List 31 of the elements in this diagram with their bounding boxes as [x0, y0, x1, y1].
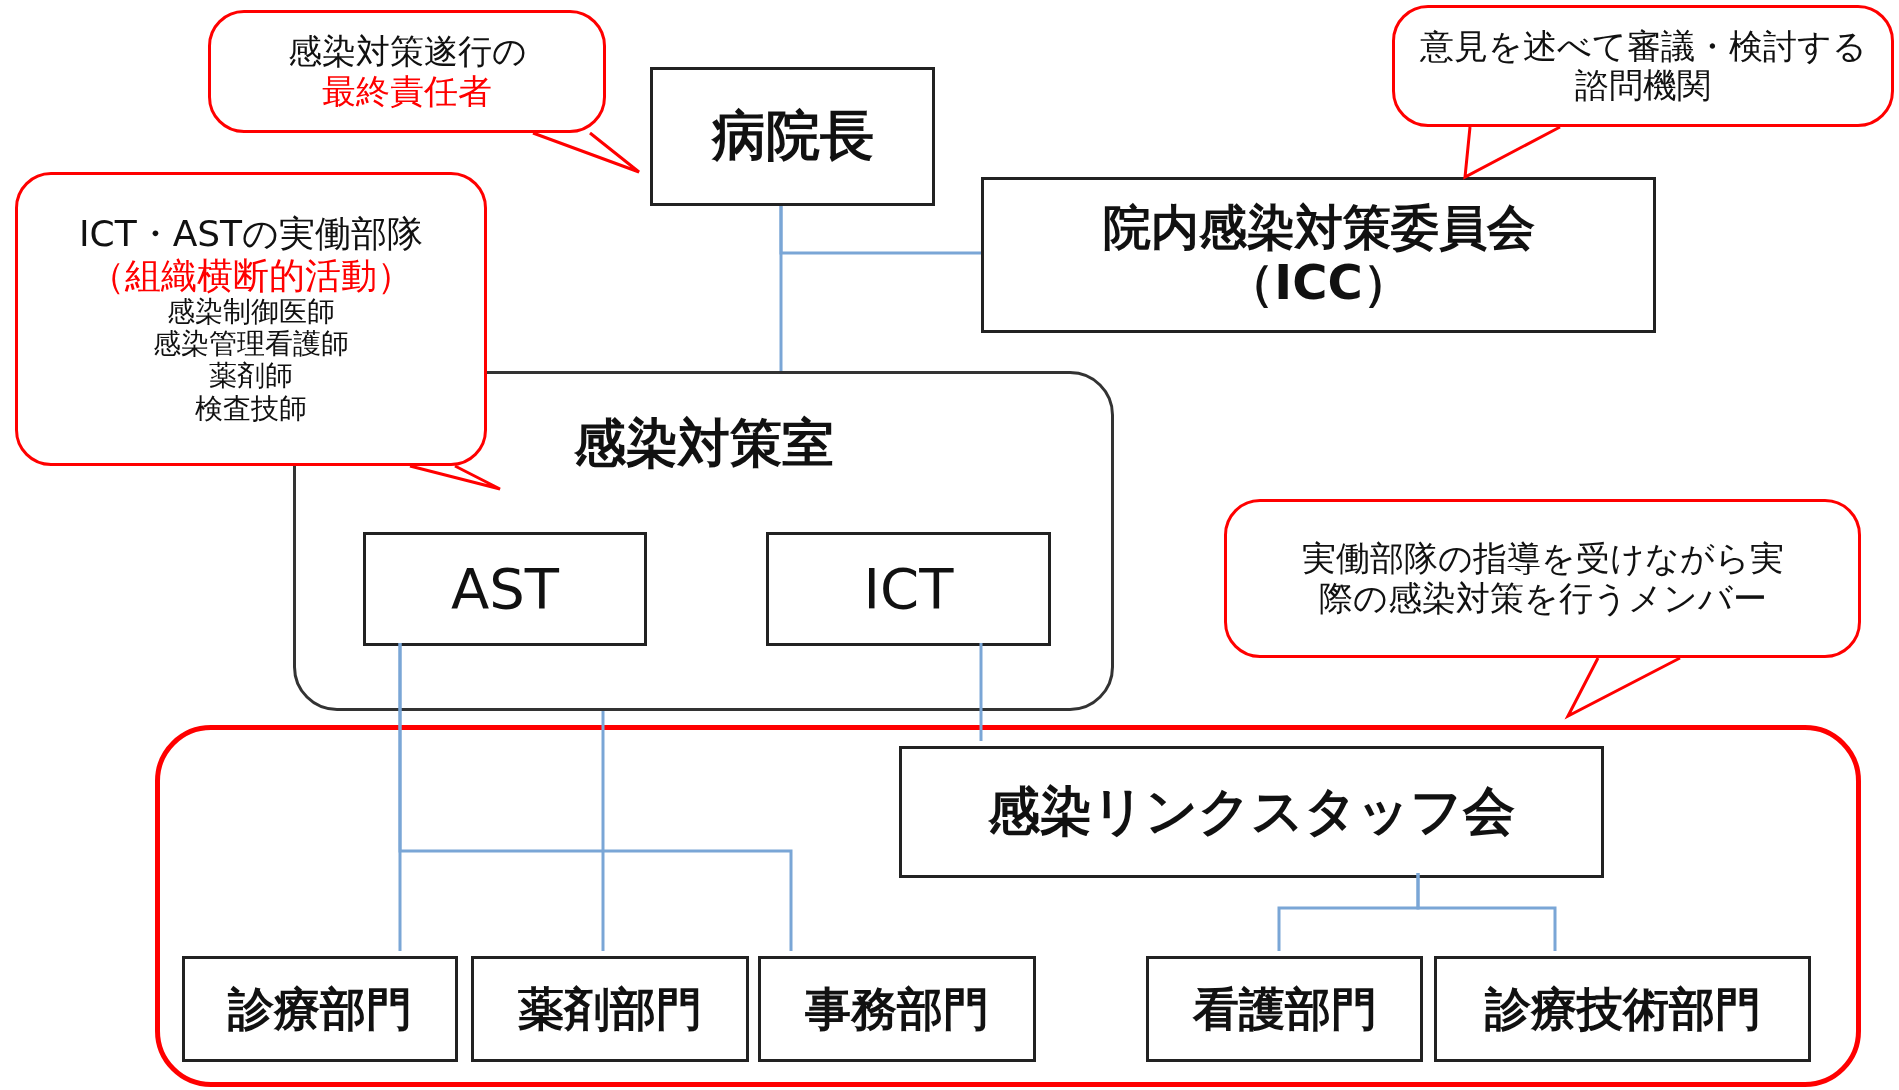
- callout-text: 感染対策遂行の: [287, 32, 527, 72]
- org-box: 感染リンクスタッフ会: [899, 746, 1604, 878]
- department-box: 診療部門: [182, 956, 458, 1062]
- callout-text: （組織横断的活動）: [89, 254, 413, 296]
- callout-text: 最終責任者: [322, 71, 492, 111]
- department-box: 薬剤部門: [471, 956, 749, 1062]
- callout-text: 検査技師: [195, 392, 307, 425]
- group-heading: 感染対策室: [573, 414, 834, 474]
- callout-text: 薬剤師: [209, 360, 293, 393]
- team-box: AST: [363, 532, 647, 646]
- callout-tail: [531, 131, 641, 174]
- connector-line: [1416, 873, 1557, 951]
- connector-line: [779, 206, 783, 371]
- department-box: 診療技術部門: [1434, 956, 1811, 1062]
- callout-text: ICT・ASTの実働部隊: [78, 213, 424, 255]
- department-box: 看護部門: [1146, 956, 1423, 1062]
- org-box: 病院長: [650, 67, 935, 206]
- department-box: 事務部門: [758, 956, 1036, 1062]
- callout-tail: [1564, 656, 1682, 720]
- connector-line: [979, 643, 983, 741]
- callout-text: 意見を述べて審議・検討する諮問機関: [1418, 26, 1868, 106]
- callout-tail: [408, 464, 502, 491]
- connector-line: [601, 711, 605, 951]
- callout-text: 実働部隊の指導を受けながら実際の感染対策を行うメンバー: [1300, 539, 1785, 618]
- group-frame: [155, 725, 1861, 1087]
- callout-tail: [1463, 125, 1562, 180]
- connector-line: [398, 643, 793, 951]
- team-box: ICT: [766, 532, 1051, 646]
- callout-text: 感染管理看護師: [153, 328, 349, 361]
- callout-text: 感染制御医師: [167, 296, 335, 329]
- callout-bubble: [15, 172, 487, 466]
